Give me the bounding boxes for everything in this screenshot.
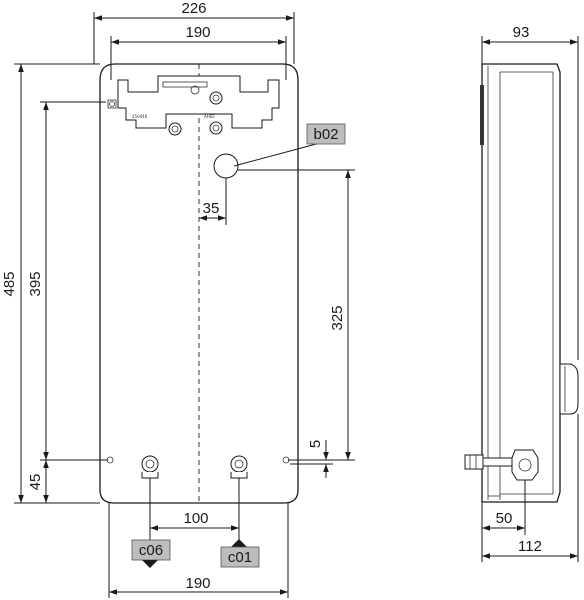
dim-226-text: 226: [181, 0, 206, 17]
b02-badge: [306, 123, 346, 145]
dim-35-text: 35: [203, 200, 220, 217]
dim-depth: 93: [481, 24, 579, 360]
c01-marker: c01: [220, 539, 260, 568]
c01-label: c01: [228, 549, 252, 566]
dim-inner-width-bottom: 190: [108, 503, 289, 598]
dim-side-connection: 50: [481, 480, 526, 562]
dim-190-top-text: 190: [185, 24, 210, 41]
dim-small-offset: 5: [290, 440, 333, 478]
side-view: [464, 63, 579, 503]
bracket-code-right: АНЕЕ: [204, 114, 215, 119]
side-housing: [481, 63, 561, 503]
dim-112-text: 112: [518, 538, 542, 555]
dim-100-text: 100: [183, 510, 208, 527]
dim-485-text: 485: [1, 271, 18, 296]
dim-395-text: 395: [27, 271, 44, 296]
connection-c06: [141, 455, 159, 479]
dim-bracket-height: 395: [27, 101, 106, 460]
side-fitting: [464, 449, 539, 481]
connection-c01: [230, 455, 248, 479]
dim-325-text: 325: [329, 305, 346, 330]
dim-total-width: 226: [93, 0, 295, 64]
dim-side-depth: 112: [482, 414, 579, 562]
dim-5-text: 5: [307, 440, 324, 448]
dim-93-text: 93: [513, 24, 530, 41]
dim-pipe-height: 325: [238, 169, 355, 461]
side-edge-mark: [480, 85, 484, 145]
dim-bottom-offset: 45: [27, 459, 108, 503]
front-view: 250446 АНЕЕ b02: [99, 63, 346, 505]
dim-pipe-offset: 35: [199, 178, 227, 225]
c06-marker: c06: [131, 539, 171, 568]
b02-leader: [233, 142, 321, 167]
dim-50-text: 50: [496, 510, 513, 527]
dim-connection-spacing: 100: [149, 478, 240, 548]
dim-190-bottom-text: 190: [185, 575, 210, 592]
dim-total-height: 485: [1, 63, 100, 504]
dim-45-text: 45: [27, 474, 44, 491]
mounting-bracket: 250446 АНЕЕ: [107, 75, 280, 136]
dim-inner-width-top: 190: [110, 24, 287, 80]
bracket-code-left: 250446: [132, 114, 148, 119]
side-knob: [559, 363, 579, 415]
b02-label: b02: [313, 126, 338, 143]
c06-label: c06: [139, 542, 163, 559]
